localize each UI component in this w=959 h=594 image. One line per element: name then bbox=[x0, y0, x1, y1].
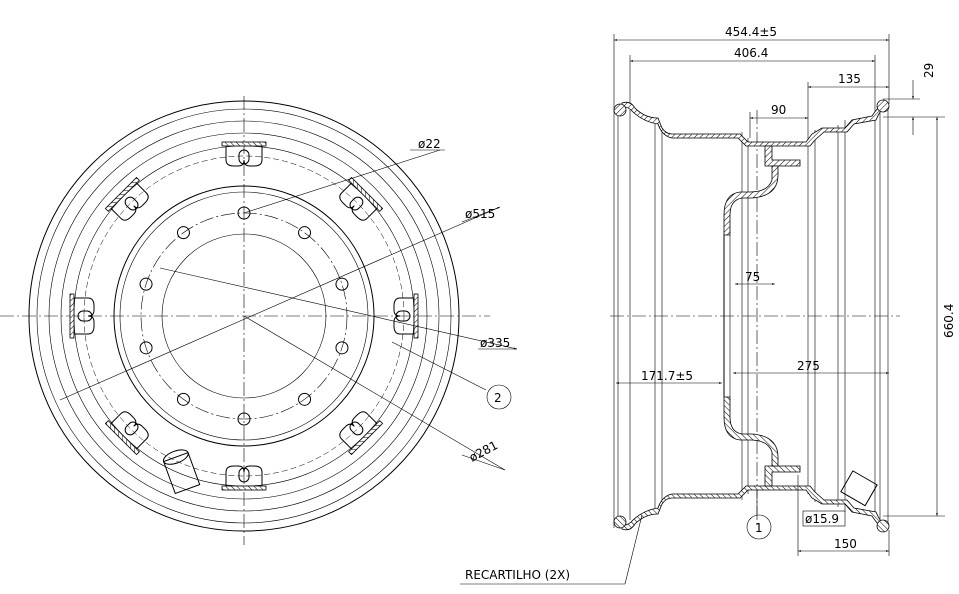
bolt-hole bbox=[237, 412, 251, 426]
dim-29: 29 bbox=[922, 63, 936, 78]
bolt-hole bbox=[237, 206, 251, 220]
cooling-slot bbox=[339, 411, 384, 456]
valve-section bbox=[840, 470, 878, 507]
cooling-slot bbox=[393, 293, 419, 339]
dim-135: 135 bbox=[838, 72, 861, 86]
bolt-hole bbox=[139, 277, 153, 291]
knurling-note: RECARTILHO (2X) bbox=[465, 568, 570, 582]
bolt-hole bbox=[176, 392, 190, 406]
section-view: 454.4±5 406.4 135 90 29 660.4 75 275 171… bbox=[460, 25, 956, 585]
cooling-slot bbox=[69, 293, 95, 339]
callout-label: 2 bbox=[494, 391, 502, 405]
dim-offset: 171.7±5 bbox=[641, 369, 693, 383]
bolt-hole bbox=[139, 341, 153, 355]
disc-circle bbox=[113, 185, 375, 447]
dim-hub-diameter: ø281 bbox=[467, 438, 500, 465]
rim-circle bbox=[60, 132, 428, 500]
dim-diameter: 660.4 bbox=[942, 304, 956, 338]
bolt-hole bbox=[335, 341, 349, 355]
rim-circle bbox=[48, 120, 440, 512]
callout-bubble-1 bbox=[746, 514, 772, 540]
callout-label: 1 bbox=[755, 521, 763, 535]
rim-profile-top bbox=[613, 99, 890, 236]
bolt-hole bbox=[335, 277, 349, 291]
cooling-slot bbox=[339, 176, 384, 221]
dim-rim-width: 406.4 bbox=[734, 46, 768, 60]
rim-circle bbox=[36, 108, 452, 524]
front-view: ø22 ø515 ø335 ø281 2 bbox=[0, 96, 518, 545]
dim-275: 275 bbox=[797, 359, 820, 373]
cooling-slot bbox=[104, 411, 149, 456]
cooling-slot bbox=[104, 176, 149, 221]
dim-outer-diameter: ø515 bbox=[465, 207, 495, 221]
valve bbox=[162, 449, 201, 495]
bolt-hole bbox=[298, 392, 312, 406]
dim-bolt-circle-diameter: ø335 bbox=[480, 336, 510, 350]
bolt-hole bbox=[298, 226, 312, 240]
dim-valve-hole: ø15.9 bbox=[805, 512, 839, 526]
disc-circle bbox=[119, 191, 369, 441]
hub-circle bbox=[161, 233, 327, 399]
outer-rim-circle bbox=[28, 100, 460, 532]
dim-hole-diameter: ø22 bbox=[418, 137, 441, 151]
dim-overall-width: 454.4±5 bbox=[725, 25, 777, 39]
bolt-hole bbox=[176, 226, 190, 240]
cooling-slot bbox=[221, 465, 267, 491]
slot-circle bbox=[83, 155, 405, 477]
callout-bubble-2 bbox=[486, 384, 512, 410]
dim-150: 150 bbox=[834, 537, 857, 551]
cooling-slot bbox=[221, 141, 267, 167]
dim-90: 90 bbox=[771, 103, 786, 117]
dim-75: 75 bbox=[745, 270, 760, 284]
